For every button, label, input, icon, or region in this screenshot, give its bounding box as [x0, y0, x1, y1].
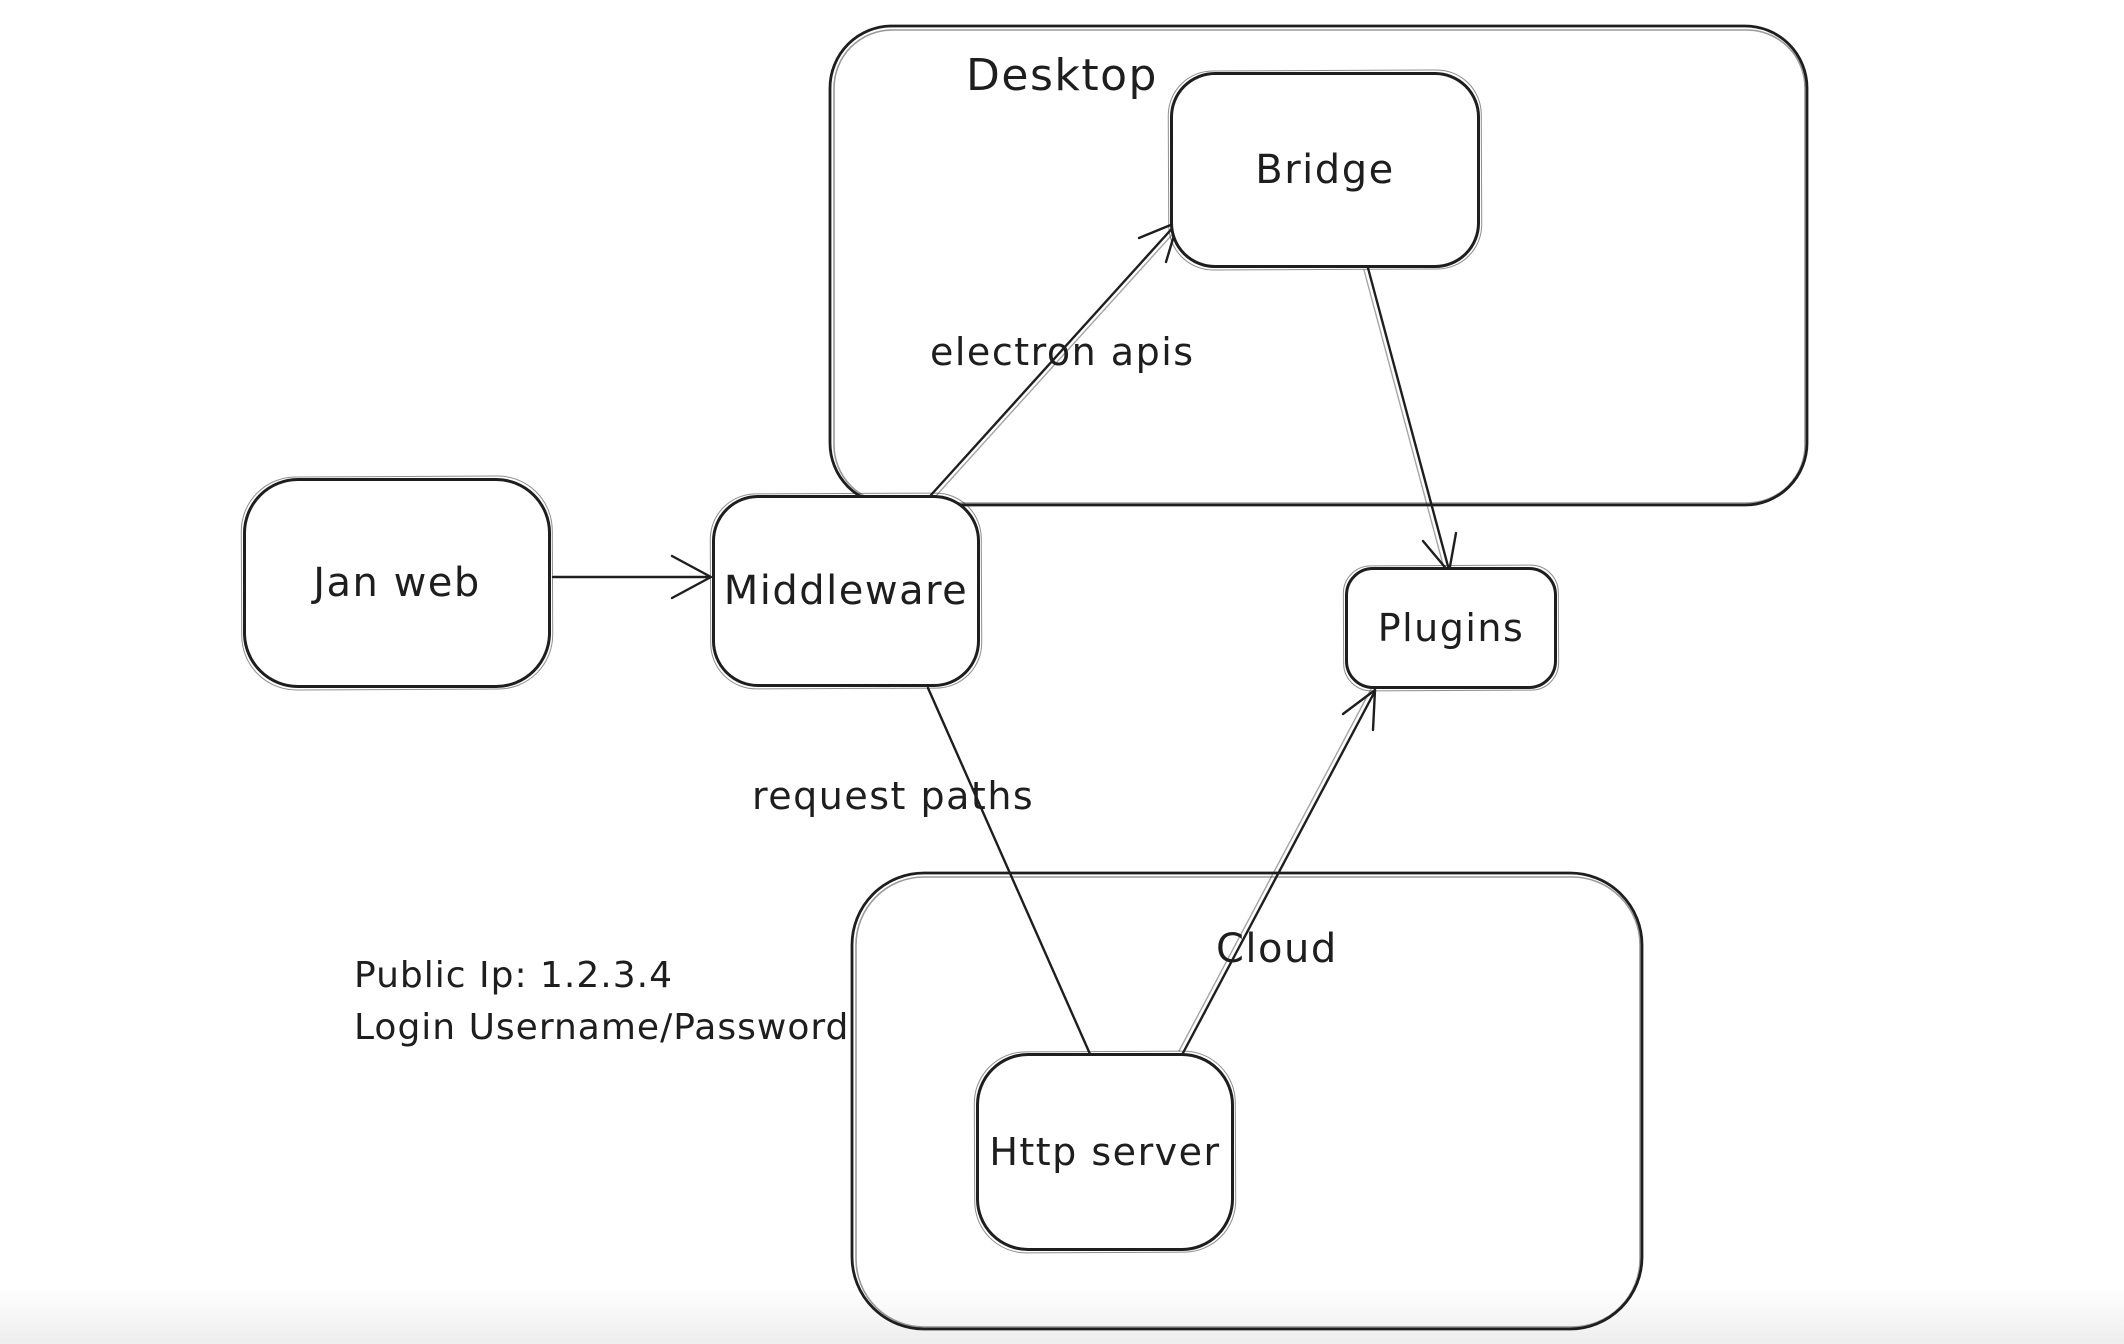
arrow-httpserver-to-plugins[interactable]: [1178, 688, 1377, 1055]
container-cloud-label[interactable]: Cloud: [1216, 926, 1338, 972]
annotation-login: Login Username/Password: [354, 1007, 850, 1048]
node-bridge[interactable]: Bridge: [1170, 72, 1480, 268]
node-jan-web[interactable]: Jan web: [243, 478, 551, 688]
container-desktop[interactable]: [828, 24, 1809, 507]
annotation-credentials[interactable]: Public Ip: 1.2.3.4 Login Username/Passwo…: [354, 950, 849, 1054]
edge-label-electron-apis[interactable]: electron apis: [930, 330, 1195, 374]
edge-label-request-paths[interactable]: request paths: [752, 774, 1035, 818]
node-plugins[interactable]: Plugins: [1345, 567, 1557, 689]
line-middleware-to-httpserver[interactable]: [926, 686, 1092, 1056]
node-middleware-label: Middleware: [723, 568, 969, 614]
container-desktop-label[interactable]: Desktop: [966, 50, 1158, 101]
node-plugins-label: Plugins: [1377, 606, 1525, 650]
annotation-public-ip: Public Ip: 1.2.3.4: [354, 955, 673, 996]
node-http-server-label: Http server: [989, 1130, 1221, 1174]
node-jan-web-label: Jan web: [313, 560, 481, 606]
container-cloud[interactable]: [850, 871, 1644, 1331]
arrow-bridge-to-plugins[interactable]: [1363, 266, 1458, 574]
node-http-server[interactable]: Http server: [976, 1053, 1234, 1251]
arrow-janweb-to-middleware[interactable]: [551, 554, 713, 600]
node-middleware[interactable]: Middleware: [712, 495, 980, 687]
node-bridge-label: Bridge: [1255, 147, 1395, 193]
